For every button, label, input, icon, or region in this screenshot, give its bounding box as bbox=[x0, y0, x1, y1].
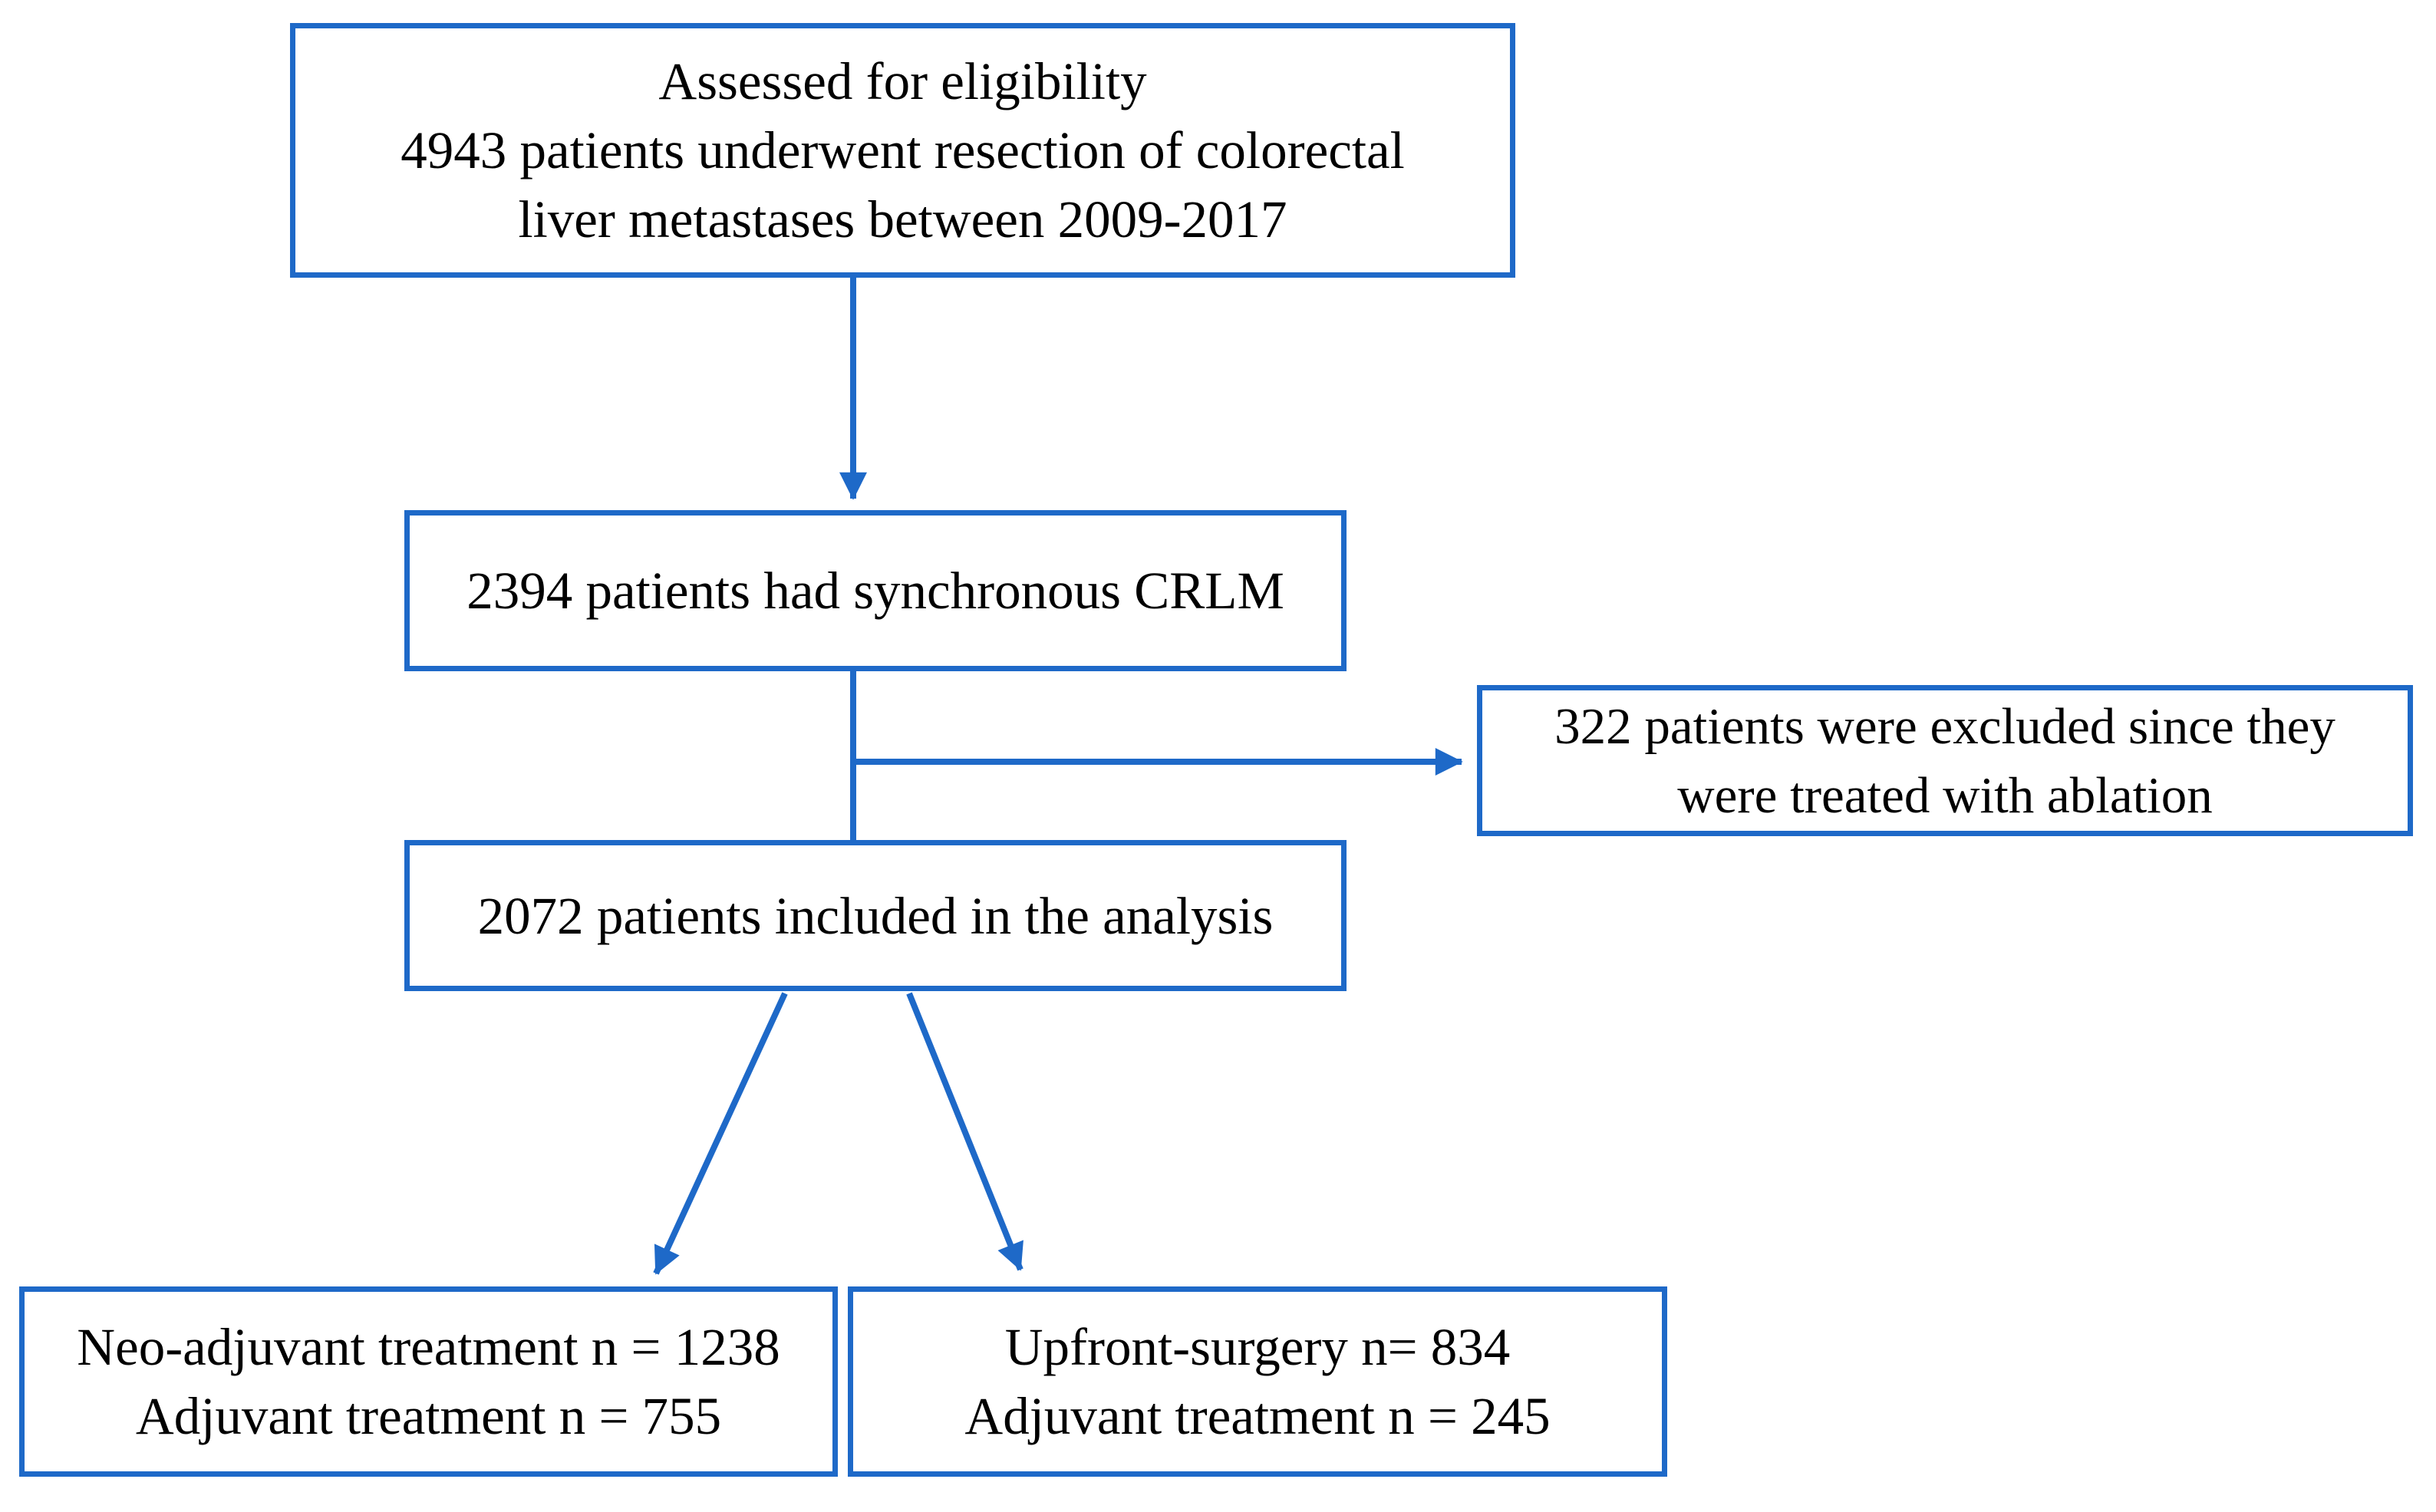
node-text-line: 2394 patients had synchronous CRLM bbox=[466, 562, 1284, 620]
node-text-line: were treated with ablation bbox=[1677, 766, 2213, 824]
node-text-line: 2072 patients included in the analysis bbox=[477, 886, 1274, 945]
node-text-line: 4943 patients underwent resection of col… bbox=[401, 121, 1405, 180]
flow-node-upfront-surgery-arm: Upfront-surgery n= 834 Adjuvant treatmen… bbox=[848, 1286, 1667, 1477]
node-text-line: Upfront-surgery n= 834 bbox=[1004, 1318, 1511, 1376]
flow-node-included-analysis: 2072 patients included in the analysis bbox=[404, 840, 1347, 991]
node-text-line: Neo-adjuvant treatment n = 1238 bbox=[77, 1318, 780, 1376]
arrow-analysis-to-neoadjuvant bbox=[653, 992, 788, 1275]
node-text-line: 322 patients were excluded since they bbox=[1554, 697, 2335, 755]
flow-node-synchronous-crlm: 2394 patients had synchronous CRLM bbox=[404, 510, 1347, 671]
flow-node-eligibility: Assessed for eligibility 4943 patients u… bbox=[290, 23, 1515, 278]
node-text-line: liver metastases between 2009-2017 bbox=[518, 190, 1287, 249]
arrow-analysis-to-upfront bbox=[906, 992, 1024, 1271]
node-text-line: Assessed for eligibility bbox=[658, 52, 1147, 110]
node-text-line: Adjuvant treatment n = 245 bbox=[964, 1387, 1551, 1445]
flow-node-neoadjuvant-arm: Neo-adjuvant treatment n = 1238 Adjuvant… bbox=[19, 1286, 838, 1477]
node-text-line: Adjuvant treatment n = 755 bbox=[135, 1387, 722, 1445]
flow-node-excluded-ablation: 322 patients were excluded since they we… bbox=[1477, 685, 2413, 836]
